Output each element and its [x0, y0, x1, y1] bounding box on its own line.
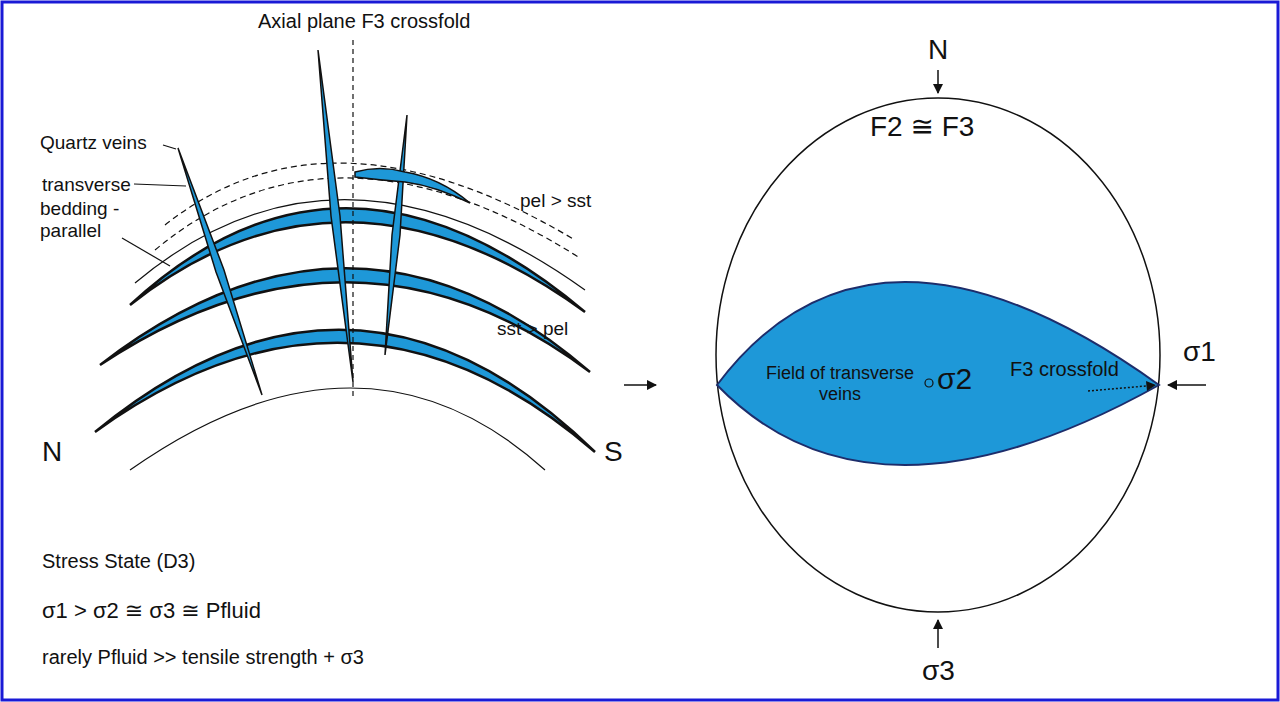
stress-note: rarely Pfluid >> tensile strength + σ3	[42, 646, 364, 669]
node-text: Field of transverse veins	[755, 363, 925, 404]
vein-label: bedding -parallel	[40, 198, 128, 242]
vein-field-lens: Field of transverse veins σ2 F3 crossfold	[717, 282, 1159, 465]
axial-plane	[352, 40, 353, 400]
transverse-vein	[318, 50, 353, 382]
leader-line	[134, 184, 186, 186]
stress-arrow	[624, 384, 656, 386]
stress-arrow	[1168, 384, 1206, 386]
pole-symbol	[925, 379, 933, 387]
transverse-vein	[178, 148, 262, 395]
transverse-vein	[385, 115, 407, 355]
node-text: F2 ≅ F3	[870, 111, 974, 143]
stereonet-circle: F2 ≅ F3 Field of transverse veins σ2 F3 cro…	[715, 97, 1161, 613]
lithology-label: pel > sst	[520, 190, 591, 212]
node-text: σ2	[937, 362, 972, 397]
direction-label: N	[42, 436, 62, 468]
vein-branch	[355, 169, 470, 204]
bedding-vein	[95, 330, 595, 452]
direction-label: S	[604, 436, 623, 468]
leader-line	[163, 145, 176, 149]
stereonet-outline	[716, 98, 1160, 612]
stress-label: σ3	[922, 655, 955, 687]
node-text: F3 crossfold	[1010, 358, 1119, 381]
stress-arrow	[937, 70, 939, 93]
fold-axis-head	[1146, 381, 1156, 391]
lens-outline	[717, 282, 1159, 465]
stress-label: σ1	[1183, 336, 1216, 368]
bedding-vein	[130, 208, 585, 312]
vein-label: transverse	[42, 174, 131, 196]
fold-axis-arrow	[1088, 386, 1146, 391]
dashed-layer	[165, 163, 575, 240]
axis-label: Axial plane F3 crossfold	[258, 10, 470, 33]
stress-heading: Stress State (D3)	[42, 550, 195, 573]
lithology-label: sst > pel	[497, 318, 568, 340]
leader-line	[122, 238, 170, 266]
stress-equation: σ1 > σ2 ≅ σ3 ≅ Pfluid	[42, 598, 261, 623]
stress-arrow	[937, 620, 939, 648]
thin-layer	[130, 388, 545, 470]
direction-label: N	[928, 34, 948, 66]
vein-label: Quartz veins	[40, 132, 147, 154]
